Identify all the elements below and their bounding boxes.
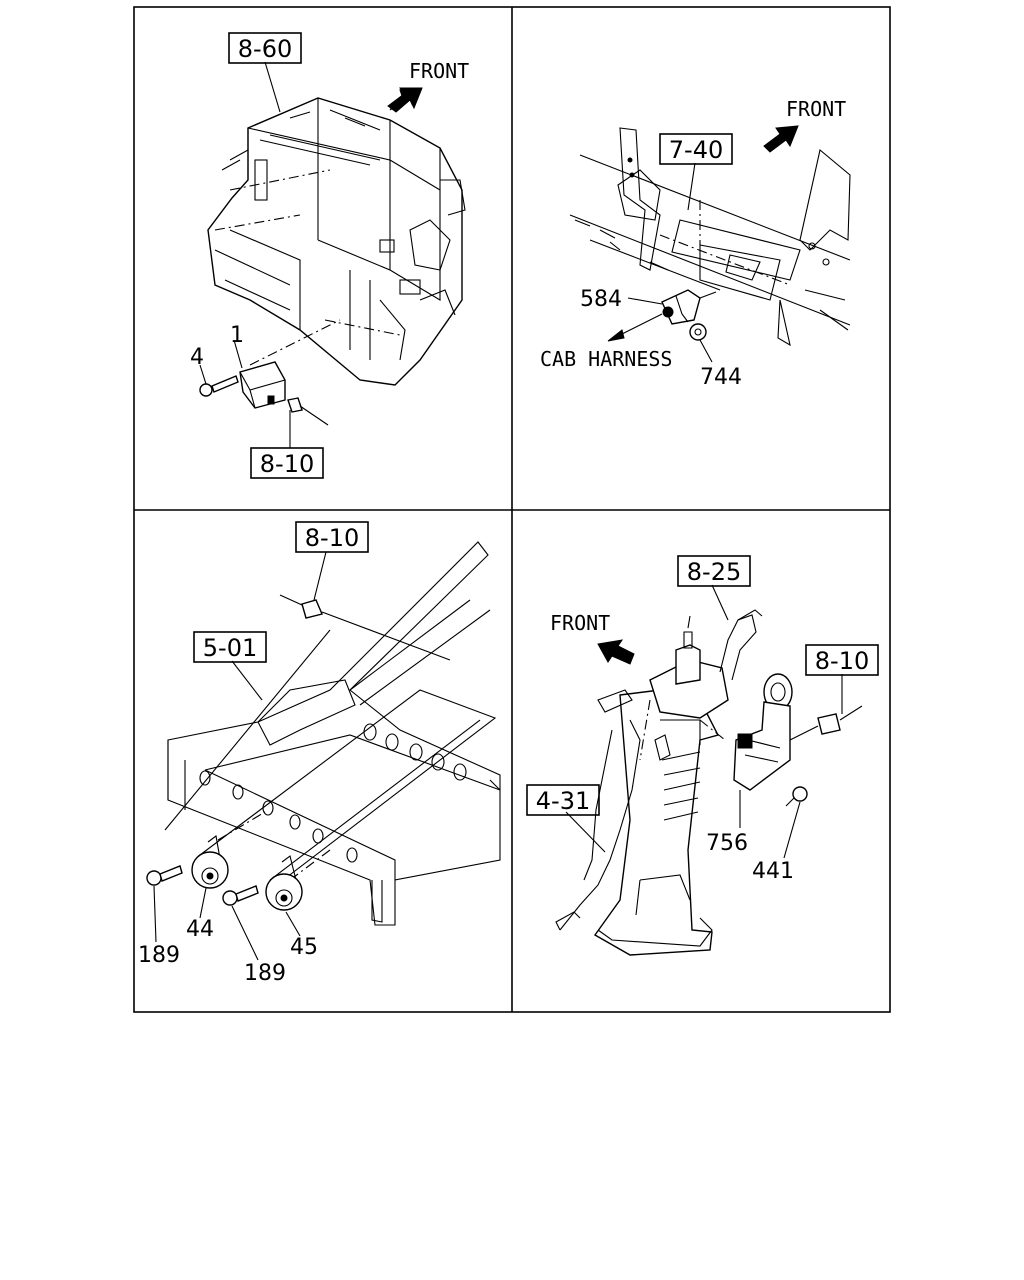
- part-number-744: 744: [700, 365, 742, 390]
- diagram-frame: [133, 6, 891, 1013]
- connector-8-10-top: [287, 397, 329, 426]
- hvac-unit-drawing: [207, 97, 466, 386]
- panel-bottom-right: FRONT 8-25 8-10 4-31 756 441: [526, 555, 879, 956]
- panel-bottom-left: 8-10 5-01 44 45 189 189: [138, 521, 501, 986]
- part-number-441: 441: [752, 859, 794, 884]
- part-584-clip: [661, 289, 717, 325]
- panel-top-left: FRONT 8-60 8-10 1 4: [190, 32, 469, 479]
- svg-text:8-10: 8-10: [815, 647, 869, 675]
- connector-8-10-bottom-right: [789, 705, 863, 741]
- cab-frame-drawing: [569, 127, 851, 347]
- svg-text:8-10: 8-10: [305, 524, 359, 552]
- ref-box-8-10: 8-10: [250, 447, 324, 479]
- svg-text:5-01: 5-01: [203, 634, 257, 662]
- chassis-frame-drawing: [167, 541, 501, 926]
- svg-text:8-60: 8-60: [238, 35, 292, 63]
- connector-8-10-bottom-left: [279, 594, 451, 661]
- part-44-horn: [191, 835, 229, 889]
- part-number-189-right: 189: [244, 961, 286, 986]
- part-45-horn: [265, 855, 303, 911]
- front-arrow-bottom-right: [597, 639, 635, 665]
- part-1-module: [239, 361, 286, 409]
- svg-text:4-31: 4-31: [536, 787, 590, 815]
- svg-text:8-10: 8-10: [260, 450, 314, 478]
- part-189-bolt-right: [222, 885, 259, 906]
- part-744-nut: [689, 323, 707, 341]
- front-arrow-top-left: [387, 87, 423, 113]
- part-number-189-left: 189: [138, 943, 180, 968]
- part-number-44: 44: [186, 917, 214, 942]
- svg-text:7-40: 7-40: [669, 136, 723, 164]
- steering-column-drawing: [555, 609, 763, 956]
- part-4-bolt: [199, 375, 239, 397]
- cab-harness-label: CAB HARNESS: [540, 347, 672, 371]
- part-756-bracket: [733, 673, 793, 791]
- front-arrow-top-right: [763, 125, 799, 153]
- ref-box-8-60: 8-60: [228, 32, 302, 64]
- part-189-bolt-left: [146, 865, 183, 886]
- ref-box-8-10: 8-10: [805, 644, 879, 676]
- part-number-4: 4: [190, 345, 204, 370]
- cab-harness-arrow: [607, 313, 663, 342]
- ref-box-7-40: 7-40: [659, 133, 733, 165]
- ref-box-8-10: 8-10: [295, 521, 369, 553]
- front-label: FRONT: [786, 97, 846, 121]
- ref-box-8-25: 8-25: [677, 555, 751, 587]
- panel-top-right: FRONT 7-40 584 744 CAB HARNESS: [540, 97, 851, 390]
- ref-box-5-01: 5-01: [193, 631, 267, 663]
- part-441-bolt: [785, 786, 808, 807]
- svg-text:8-25: 8-25: [687, 558, 741, 586]
- front-label: FRONT: [409, 59, 469, 83]
- part-number-756: 756: [706, 831, 748, 856]
- part-number-1: 1: [230, 323, 244, 348]
- part-number-45: 45: [290, 935, 318, 960]
- ref-box-4-31: 4-31: [526, 784, 600, 816]
- part-number-584: 584: [580, 287, 622, 312]
- front-label: FRONT: [550, 611, 610, 635]
